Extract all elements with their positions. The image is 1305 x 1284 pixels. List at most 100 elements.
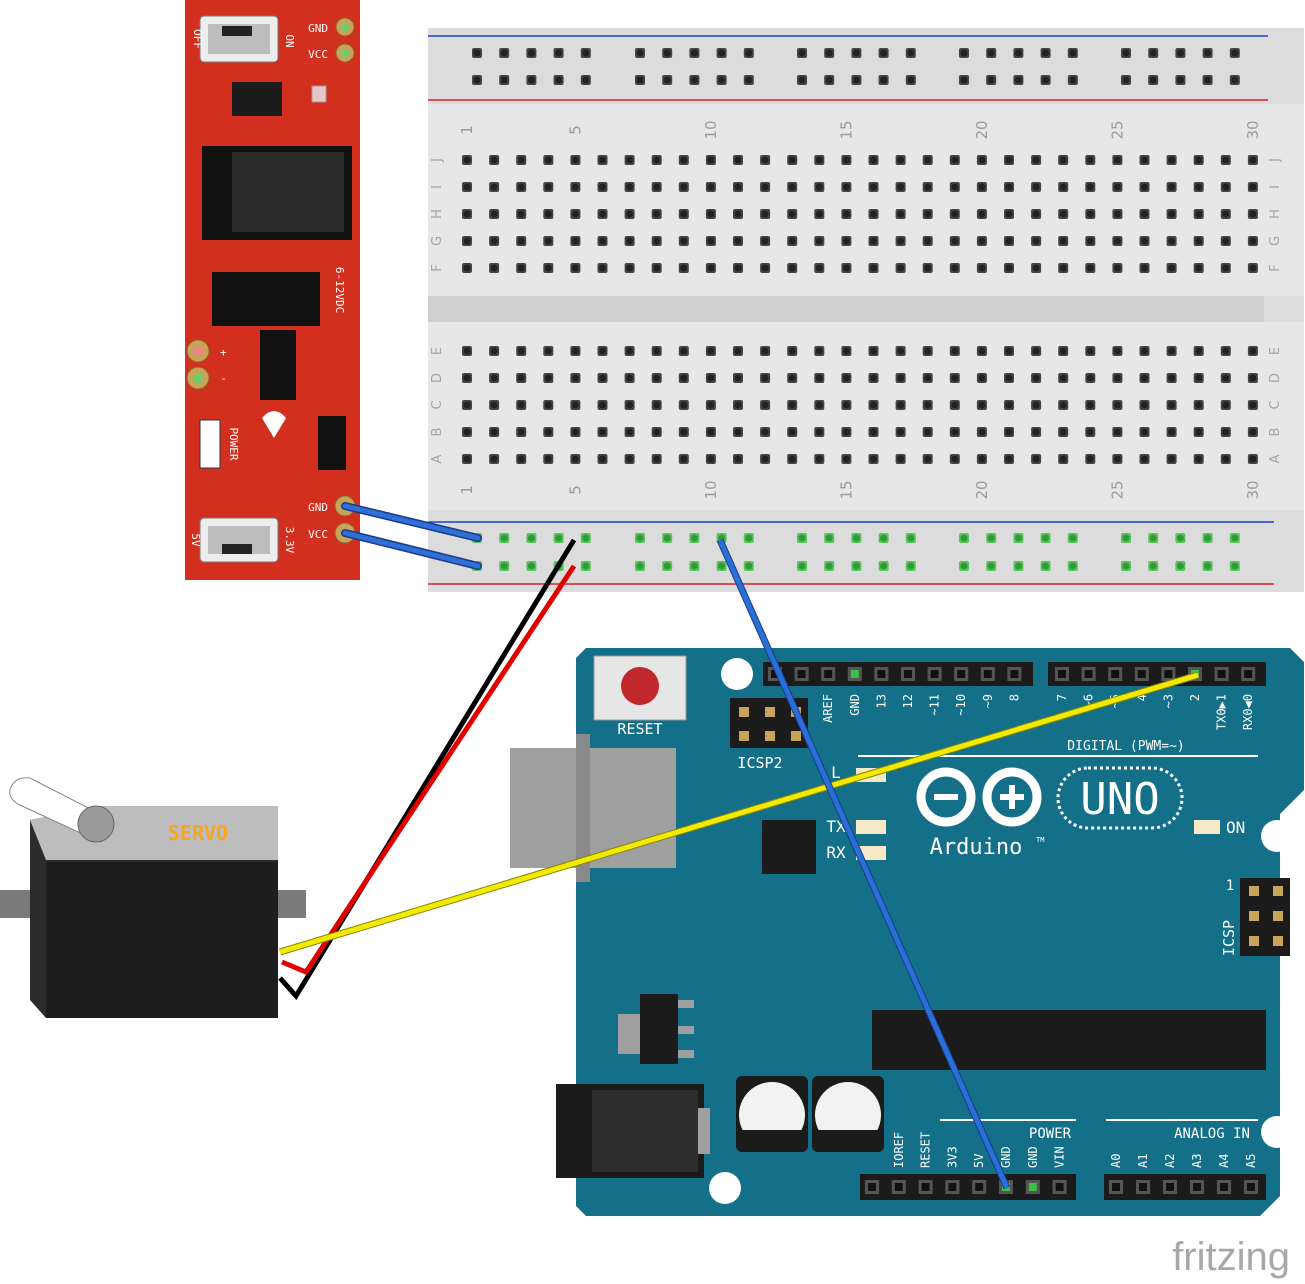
breadboard-hole-inner [951,210,959,218]
breadboard-hole-inner [582,49,590,57]
icsp2-pin[interactable] [791,731,801,741]
reset-button-cap[interactable] [621,667,659,705]
digital-label: DIGITAL (PWM=~) [1067,739,1184,754]
power-pin-label: IOREF [892,1132,906,1168]
icsp-pin[interactable] [1273,886,1283,896]
power-pin-hole [868,1183,876,1191]
breadboard-hole-inner [761,401,769,409]
breadboard-hole-inner [571,156,579,164]
psu-power-led [199,419,221,469]
usb-port-flange [576,734,590,882]
digital-pin-hole [983,670,992,678]
breadboard-hole-inner [788,156,796,164]
breadboard-hole-inner [517,156,525,164]
breadboard-hole-inner [1032,210,1040,218]
icsp-pin[interactable] [1273,911,1283,921]
capacitor-1-stripe [741,1130,803,1152]
breadboard-hole-inner [707,428,715,436]
breadboard-hole-inner [463,401,471,409]
digital-pin-label: 4 [1135,694,1149,701]
breadboard-hole-inner [852,76,860,84]
supply-gnd-wire[interactable] [342,503,481,541]
breadboard-hole-inner [978,156,986,164]
breadboard-hole-inner [745,534,753,542]
breadboard-hole-inner [960,534,968,542]
digital-pin-label: ~3 [1161,694,1175,708]
breadboard-hole-inner [473,76,481,84]
breadboard-hole-inner [978,210,986,218]
servo-signal-wire[interactable] [279,672,1199,955]
breadboard-hole-inner [1086,347,1094,355]
breadboard-hole-inner [1059,156,1067,164]
breadboard-hole-inner [1249,374,1257,382]
breadboard-hole-inner [734,374,742,382]
breadboard-hole-inner [987,534,995,542]
breadboard-hole-inner [555,49,563,57]
digital-pin-label: ~9 [981,694,995,708]
sparkfun-flame-icon [262,411,286,438]
analog-header[interactable] [1104,1174,1266,1200]
breadboard-hole-inner [1176,534,1184,542]
usb-port[interactable] [510,748,676,868]
power-label: POWER [1029,1126,1072,1142]
mounting-hole [721,658,753,690]
digital-pin-label: ~10 [954,694,968,716]
analog-pin-label: A3 [1190,1154,1204,1168]
servo-side [46,862,278,1018]
row-letter: F [430,264,445,271]
servo-gnd-wire[interactable] [278,538,577,1001]
servo-vcc-wire[interactable] [281,564,577,976]
breadboard-hole-inner [517,347,525,355]
breadboard-hole-inner [1141,183,1148,191]
breadboard-hole-inner [599,428,606,436]
digital-pin-hole [930,670,939,678]
row-letter: J [1268,158,1283,163]
icsp2-pin[interactable] [765,707,775,717]
breadboard-hole-inner [544,374,552,382]
digital-header-right[interactable] [1048,662,1266,686]
breadboard-hole-inner [734,237,742,245]
breadboard-hole-inner [463,347,471,355]
breadboard-hole-inner [1168,455,1176,463]
dc-power-jack-face [592,1090,698,1172]
icsp-pin[interactable] [1249,886,1259,896]
breadboard-hole-inner [707,455,715,463]
breadboard-hole-inner [734,428,742,436]
digital-pin-label: 7 [1055,694,1069,701]
breadboard-hole-inner [870,455,877,463]
breadboard-hole-inner [571,264,579,272]
breadboard-hole-inner [1122,49,1130,57]
breadboard-hole-inner [1168,156,1176,164]
breadboard-hole-inner [1168,210,1176,218]
voltage-regulator [640,994,678,1064]
digital-pin-hole [877,670,886,678]
breadboard-hole-inner [1249,428,1257,436]
icsp2-pin[interactable] [739,707,749,717]
breadboard-hole-inner [1249,183,1257,191]
breadboard-hole-inner [599,374,606,382]
psu-bottom-gnd-label: GND [308,501,328,514]
breadboard-hole-inner [978,455,986,463]
icsp2-pin[interactable] [765,731,775,741]
icsp-pin[interactable] [1273,936,1283,946]
psu-voltage-switch-knob [222,544,252,554]
breadboard-hole-inner [500,534,508,542]
breadboard-hole-inner [1069,76,1077,84]
row-letter: G [1268,236,1283,246]
breadboard-hole-inner [788,428,796,436]
icsp-pin[interactable] [1249,911,1259,921]
breadboard-hole-inner [815,156,823,164]
breadboard-hole-inner [842,347,850,355]
arduino-gnd-wire[interactable] [717,538,1010,1190]
supply-vcc-wire[interactable] [342,530,481,569]
breadboard-hole-inner [490,237,498,245]
icsp-pin[interactable] [1249,936,1259,946]
breadboard-hole-inner [463,264,471,272]
psu-top-vcc-pin-hole [341,49,349,57]
breadboard-hole-inner [761,428,769,436]
breadboard-hole-inner [463,455,471,463]
logo-left-ring [916,767,976,827]
icsp2-pin[interactable] [739,731,749,741]
psu-5v-label: 5V [189,533,202,547]
breadboard-hole-inner [951,347,959,355]
